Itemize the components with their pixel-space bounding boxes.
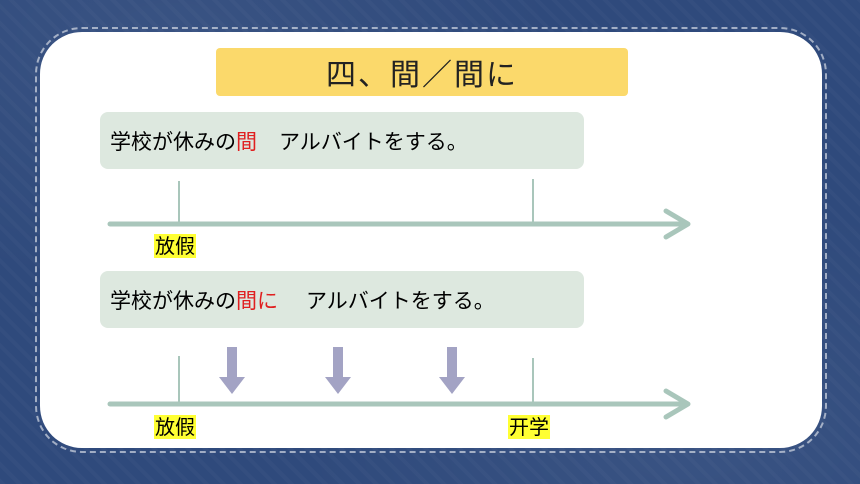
sentence-1-after: アルバイトをする。 [279, 129, 468, 154]
sentence-2-before: 学校が休みの [110, 288, 236, 313]
example-sentence-1: 学校が休みの間アルバイトをする。 [100, 112, 584, 169]
sentence-2-highlight: 間に [236, 288, 278, 313]
sentence-1-highlight: 間 [236, 129, 257, 154]
slide-title: 四、間／間に [216, 48, 628, 96]
slide-title-text: 四、間／間に [326, 58, 518, 93]
timeline-1-start-label: 放假 [154, 234, 196, 258]
timeline-2-start-label: 放假 [154, 415, 196, 439]
sentence-2-after: アルバイトをする。 [306, 288, 495, 313]
timeline-2-end-label: 开学 [508, 415, 550, 439]
sentence-1-before: 学校が休みの [110, 129, 236, 154]
example-sentence-2: 学校が休みの間に アルバイトをする。 [100, 271, 584, 328]
